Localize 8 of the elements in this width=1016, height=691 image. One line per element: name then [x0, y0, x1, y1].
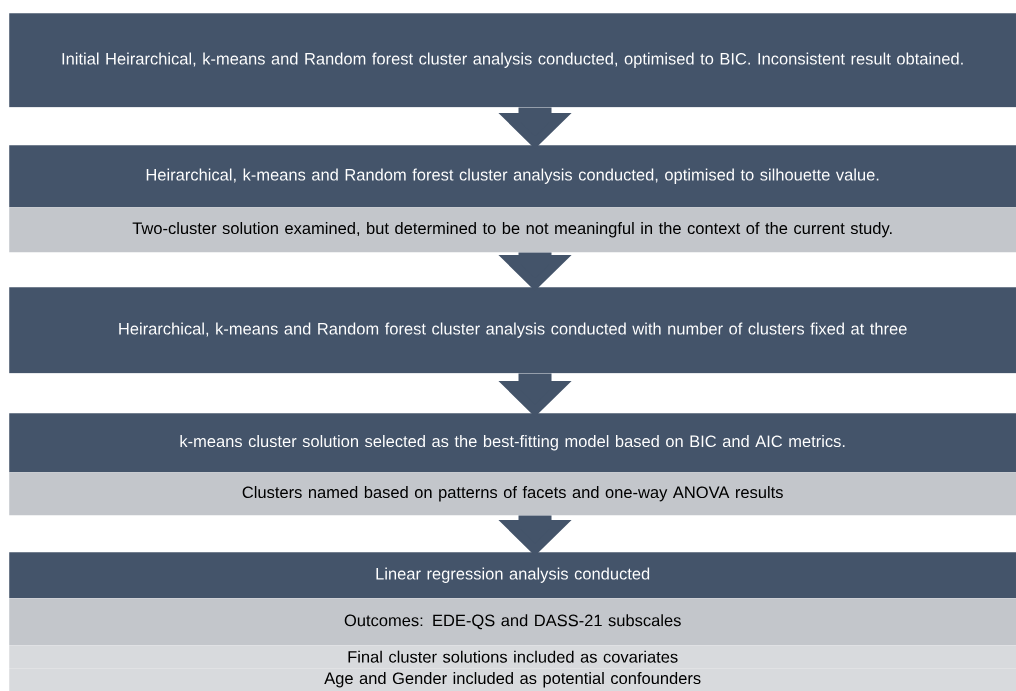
note-band: Outcomes: EDE-QS and DASS-21 subscales — [9, 598, 1016, 646]
node-label: Age and Gender included as potential confounders — [324, 672, 701, 688]
node-label: Final cluster solutions included as covariates — [348, 650, 678, 663]
note-band: Two-cluster solution examined, but determined to be not meaningful in the context of the current study. — [9, 207, 1016, 253]
note-band: Final cluster solutions included as covariates — [9, 645, 1016, 669]
note-band: Age and Gender included as potential confounders — [9, 668, 1016, 691]
process-box: Initial Heirarchical, k-means and Random forest cluster analysis conducted, optimised to BIC. Inconsistent result obtained. — [9, 13, 1016, 108]
note-band: Clusters named based on patterns of facets and one-way ANOVA results — [9, 472, 1016, 516]
